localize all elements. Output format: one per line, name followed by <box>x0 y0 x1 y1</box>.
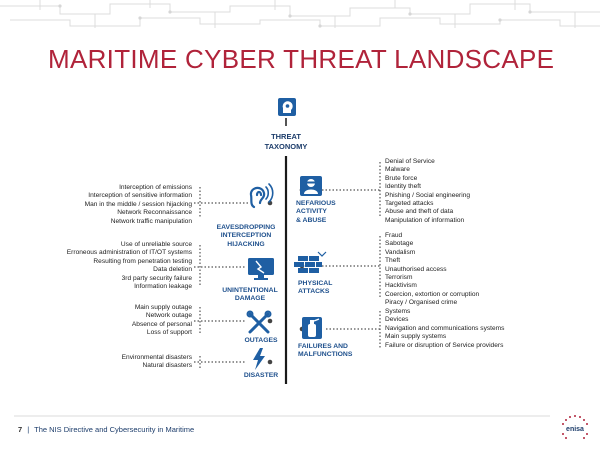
list-item: Systems <box>385 308 411 315</box>
list-item: Identity theft <box>385 183 421 191</box>
list-item: Sabotage <box>385 240 414 248</box>
circuit-pattern-decoration <box>0 0 600 28</box>
tools-icon <box>246 310 272 334</box>
threat-taxonomy-label: THREAT TAXONOMY <box>248 132 324 152</box>
broken-monitor-icon <box>248 258 274 280</box>
category-label-line: NEFARIOUS <box>296 200 336 207</box>
list-item: Phishing / Social engineering <box>385 191 471 199</box>
outages-items: Main supply outage Network outage Absenc… <box>132 304 192 338</box>
category-label-line: HIJACKING <box>227 240 265 248</box>
category-label-line: DISASTER <box>243 372 279 379</box>
category-label-line: DAMAGE <box>234 295 266 303</box>
list-item: 3rd party security failure <box>121 274 192 282</box>
list-item: Loss of support <box>146 329 192 337</box>
list-item: Navigation and communications systems <box>385 324 505 332</box>
outages-category-label: OUTAGES <box>226 337 296 345</box>
nefarious-items: Denial of Service Malware Brute force Id… <box>385 158 470 225</box>
list-item: Network traffic manipulation <box>110 217 192 225</box>
brick-wall-icon <box>294 251 327 273</box>
category-label-line: FAILURES AND <box>298 343 348 350</box>
list-item: Main supply outage <box>134 304 192 311</box>
list-item: Manipulation of information <box>385 216 465 224</box>
footer-text: The NIS Directive and Cybersecurity in M… <box>34 425 195 434</box>
footer-separator: | <box>27 425 30 434</box>
list-item: Data deletion <box>153 266 192 274</box>
ear-icon <box>249 183 274 209</box>
list-item: Brute force <box>385 174 418 182</box>
list-item: Main supply systems <box>385 333 447 341</box>
list-item: Unauthorised access <box>385 265 447 273</box>
list-item: Terrorism <box>385 274 413 282</box>
category-label-line: ACTIVITY <box>296 208 327 216</box>
category-label-line: MALFUNCTIONS <box>298 351 353 359</box>
physical-items: Fraud Sabotage Vandalism Theft Unauthori… <box>385 232 479 308</box>
failures-items: Systems Devices Navigation and communica… <box>385 308 504 350</box>
list-item: Absence of personal <box>131 320 192 328</box>
category-label-line: PHYSICAL <box>298 280 333 287</box>
taxonomy-icon <box>278 98 296 116</box>
disaster-category-label: DISASTER <box>226 372 296 380</box>
list-item: Vandalism <box>385 248 416 256</box>
list-item: Erroneous administration of IT/OT system… <box>66 249 192 257</box>
hacker-icon <box>300 176 322 196</box>
list-item: Man in the middle / session hijacking <box>84 200 192 208</box>
lightning-icon <box>253 348 265 370</box>
unintentional-category-label: UNINTENTIONAL DAMAGE <box>212 287 288 304</box>
list-item: Piracy / Organised crime <box>385 299 458 307</box>
category-label-line: EAVESDROPPING <box>216 224 276 231</box>
category-label-line: ATTACKS <box>298 288 330 296</box>
list-item: Natural disasters <box>142 362 192 370</box>
list-item: Use of unreliable source <box>120 241 192 248</box>
list-item: Environmental disasters <box>121 354 192 361</box>
category-label-line: OUTAGES <box>244 337 278 344</box>
list-item: Network Reconnaissance <box>117 209 192 217</box>
connector-lines <box>194 162 381 368</box>
list-item: Targeted attacks <box>385 200 434 208</box>
category-label-line: & ABUSE <box>296 216 327 224</box>
failures-category-label: FAILURES AND MALFUNCTIONS <box>298 343 352 360</box>
list-item: Failure or disruption of Service provide… <box>385 341 504 349</box>
list-item: Fraud <box>385 232 403 239</box>
list-item: Denial of Service <box>385 158 435 165</box>
list-item: Resulting from penetration testing <box>93 257 192 265</box>
footer: 7 | The NIS Directive and Cybersecurity … <box>18 425 194 434</box>
list-item: Abuse and theft of data <box>385 208 454 216</box>
list-item: Information leakage <box>134 283 192 291</box>
page-number: 7 <box>18 425 23 434</box>
list-item: Theft <box>385 257 401 265</box>
eavesdropping-category-label: EAVESDROPPING INTERCEPTION HIJACKING <box>208 224 284 249</box>
enisa-logo-text: enisa <box>566 426 584 433</box>
disaster-items: Environmental disasters Natural disaster… <box>122 354 192 371</box>
nefarious-category-label: NEFARIOUS ACTIVITY & ABUSE <box>296 200 336 225</box>
list-item: Interception of sensitive information <box>88 192 192 200</box>
list-item: Network outage <box>145 312 192 320</box>
enisa-logo: enisa <box>562 415 588 439</box>
taxonomy-label-line1: THREAT <box>271 132 301 141</box>
list-item: Coercion, extortion or corruption <box>385 290 480 298</box>
list-item: Interception of emissions <box>119 184 192 191</box>
list-item: Devices <box>385 316 409 324</box>
fire-extinguisher-icon <box>302 317 322 339</box>
category-label-line: UNINTENTIONAL <box>222 287 278 294</box>
taxonomy-label-line2: TAXONOMY <box>264 142 308 151</box>
physical-category-label: PHYSICAL ATTACKS <box>298 280 332 297</box>
page-title: MARITIME CYBER THREAT LANDSCAPE <box>48 44 555 74</box>
category-label-line: INTERCEPTION <box>220 232 272 240</box>
unintentional-items: Use of unreliable source Erroneous admin… <box>67 241 192 291</box>
list-item: Hacktivism <box>385 282 417 290</box>
list-item: Malware <box>385 166 410 174</box>
eavesdropping-items: Interception of emissions Interception o… <box>85 184 192 226</box>
